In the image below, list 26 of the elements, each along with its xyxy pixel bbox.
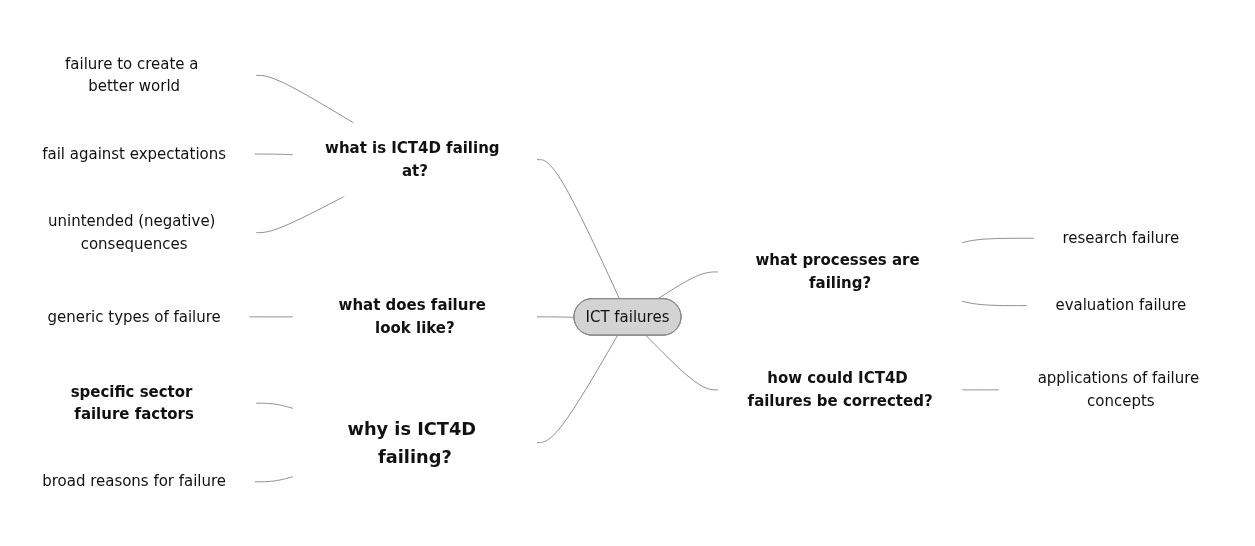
node-text: research failure <box>1062 228 1180 247</box>
connector <box>253 476 294 483</box>
connector <box>255 74 355 124</box>
connector <box>536 159 621 300</box>
node-text: specific sector failure factors <box>70 382 194 423</box>
connector <box>536 335 618 443</box>
node-text: evaluation failure <box>1055 296 1187 315</box>
connector <box>961 300 1028 307</box>
node-text: failure to create a better world <box>65 54 199 96</box>
connector <box>255 402 294 409</box>
node-text: unintended (negative) consequences <box>48 212 216 253</box>
connector <box>961 389 1000 391</box>
node-text: broad reasons for failure <box>42 472 227 491</box>
node-text: fail against expectations <box>42 144 227 163</box>
node-text: applications of failure concepts <box>1037 369 1200 410</box>
node-text: why is ICT4D failing? <box>347 418 477 466</box>
connector <box>645 335 719 391</box>
connector <box>961 237 1035 244</box>
connector <box>248 316 294 318</box>
node-text: what processes are failing? <box>755 251 920 292</box>
node-text: what is ICT4D failing at? <box>325 139 500 180</box>
connector <box>536 316 575 318</box>
connector <box>253 153 294 156</box>
node-text: how could ICT4D failures be corrected? <box>747 369 933 410</box>
node-text: what does failure look like? <box>338 296 486 337</box>
node-text: generic types of failure <box>47 307 221 326</box>
